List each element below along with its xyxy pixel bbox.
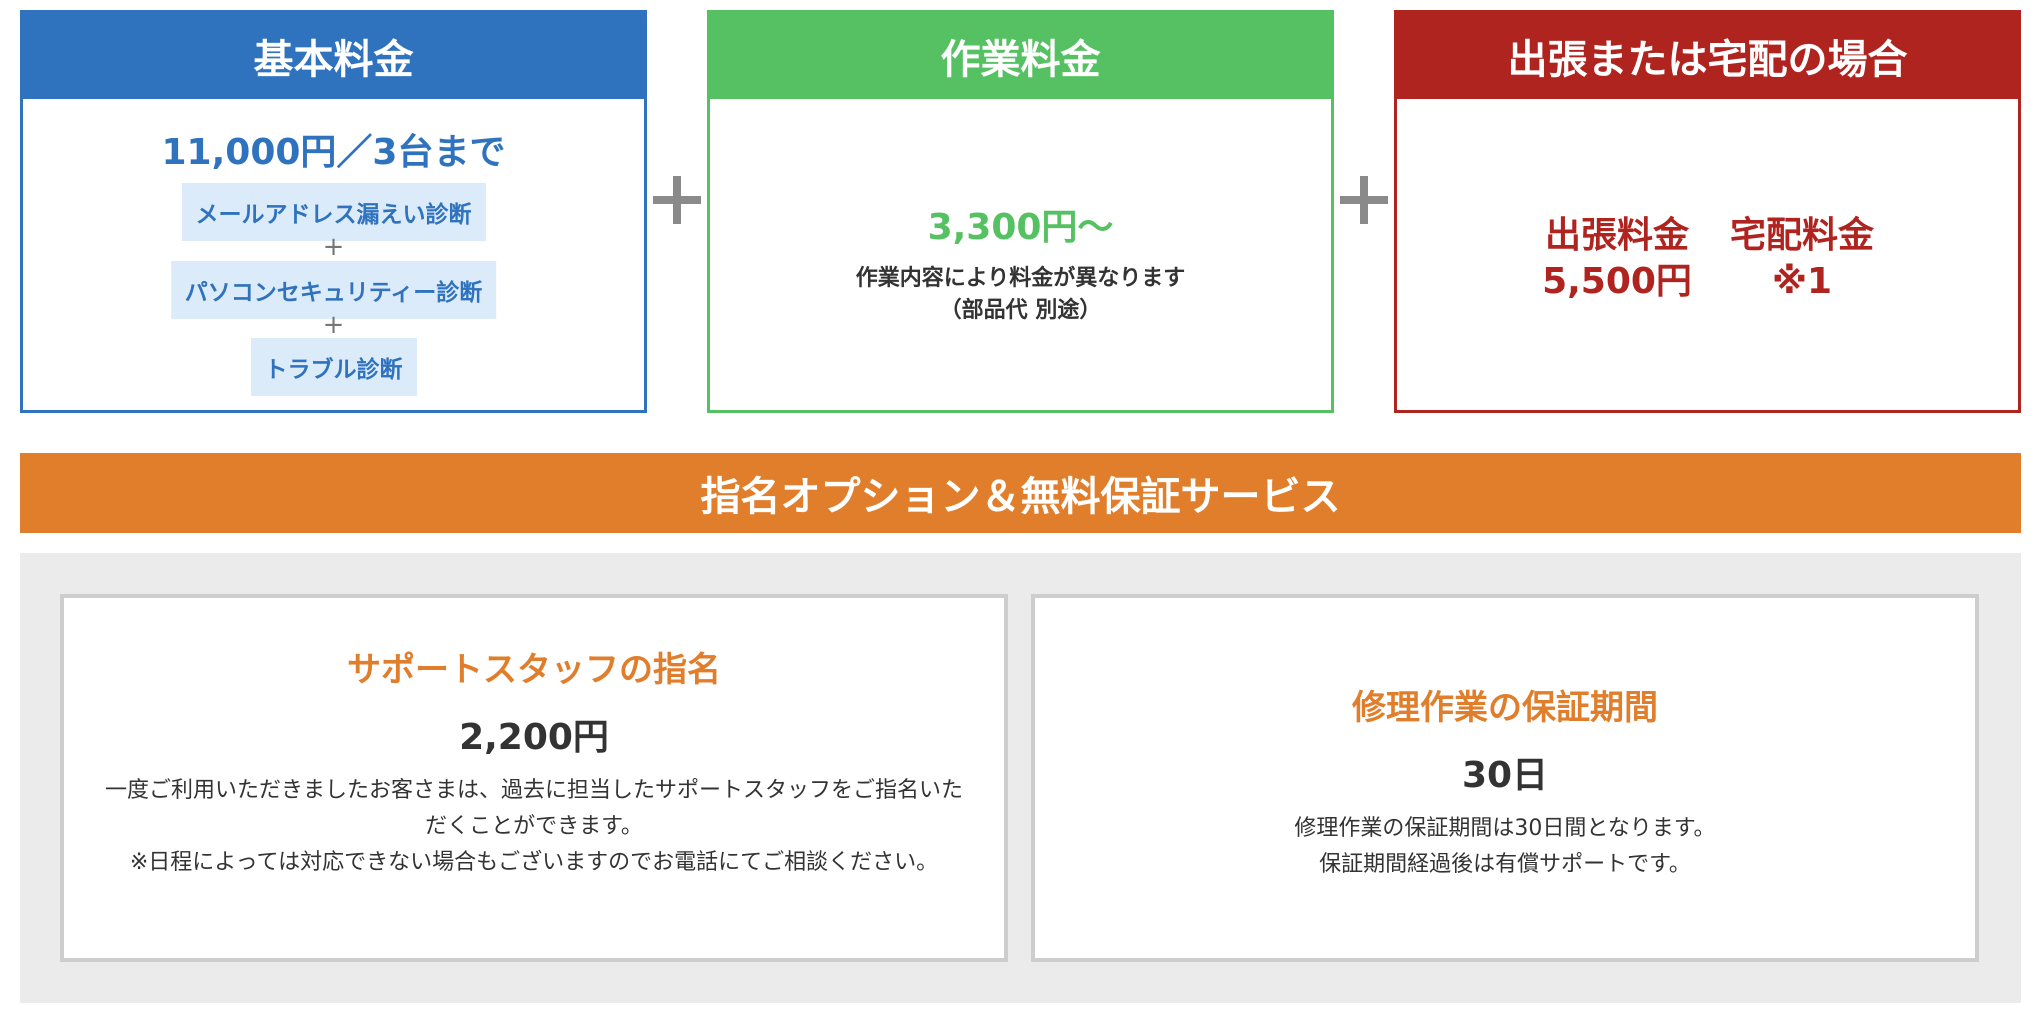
- work-fee-note-line: 作業内容により料金が異なります: [855, 266, 1186, 291]
- work-fee-note-line: （部品代 別途）: [939, 298, 1102, 323]
- staff-nomination-card: サポートスタッフの指名 2,200円 一度ご利用いただきましたお客さまは、過去に…: [60, 594, 1008, 962]
- plus-icon: [647, 170, 707, 230]
- work-fee-note: 作業内容により料金が異なります （部品代 別途）: [710, 263, 1331, 327]
- plus-joiner: +: [322, 310, 345, 340]
- service-chip-pc-security: パソコンセキュリティー診断: [170, 261, 497, 319]
- desc-line: 修理作業の保証期間は30日間となります。: [1294, 816, 1716, 841]
- options-banner: 指名オプション＆無料保証サービス: [20, 453, 2021, 533]
- delivery-fee-note: ※1: [1771, 261, 1833, 302]
- staff-nomination-title: サポートスタッフの指名: [347, 650, 721, 690]
- plus-icon: [1334, 170, 1394, 230]
- work-fee-box: 作業料金 3,300円〜 作業内容により料金が異なります （部品代 別途）: [707, 10, 1334, 413]
- warranty-title: 修理作業の保証期間: [1352, 688, 1658, 728]
- service-chip-trouble: トラブル診断: [250, 338, 417, 396]
- warranty-desc: 修理作業の保証期間は30日間となります。 保証期間経過後は有償サポートです。: [1075, 811, 1935, 883]
- desc-line: 保証期間経過後は有償サポートです。: [1319, 852, 1691, 877]
- desc-line: 一度ご利用いただきましたお客さまは、過去に担当したサポートスタッフをご指名いただ…: [104, 778, 963, 839]
- staff-nomination-price: 2,200円: [459, 717, 609, 758]
- delivery-fee: 宅配料金 ※1: [1702, 213, 1902, 305]
- plus-joiner: +: [322, 232, 345, 262]
- basic-fee-price: 11,000円／3台まで: [161, 132, 506, 173]
- warranty-card: 修理作業の保証期間 30日 修理作業の保証期間は30日間となります。 保証期間経…: [1031, 594, 1979, 962]
- work-fee-price: 3,300円〜: [927, 207, 1114, 248]
- work-fee-header: 作業料金: [710, 13, 1331, 99]
- staff-nomination-desc: 一度ご利用いただきましたお客さまは、過去に担当したサポートスタッフをご指名いただ…: [104, 773, 964, 881]
- desc-line: ※日程によっては対応できない場合もございますのでお電話にてご相談ください。: [129, 850, 939, 875]
- trip-fee-price: 5,500円: [1542, 261, 1692, 302]
- options-panel: サポートスタッフの指名 2,200円 一度ご利用いただきましたお客さまは、過去に…: [20, 553, 2021, 1003]
- trip-fee-label: 出張料金: [1544, 215, 1689, 256]
- warranty-value: 30日: [1461, 755, 1549, 796]
- basic-fee-header: 基本料金: [23, 13, 644, 99]
- visit-fee-header: 出張または宅配の場合: [1397, 13, 2018, 99]
- basic-fee-box: 基本料金 11,000円／3台まで メールアドレス漏えい診断 + パソコンセキュ…: [20, 10, 647, 413]
- visit-fee-box: 出張または宅配の場合 出張料金 5,500円 宅配料金 ※1: [1394, 10, 2021, 413]
- trip-fee: 出張料金 5,500円: [1517, 213, 1717, 305]
- delivery-fee-label: 宅配料金: [1729, 215, 1874, 256]
- service-chip-email-leak: メールアドレス漏えい診断: [181, 183, 486, 241]
